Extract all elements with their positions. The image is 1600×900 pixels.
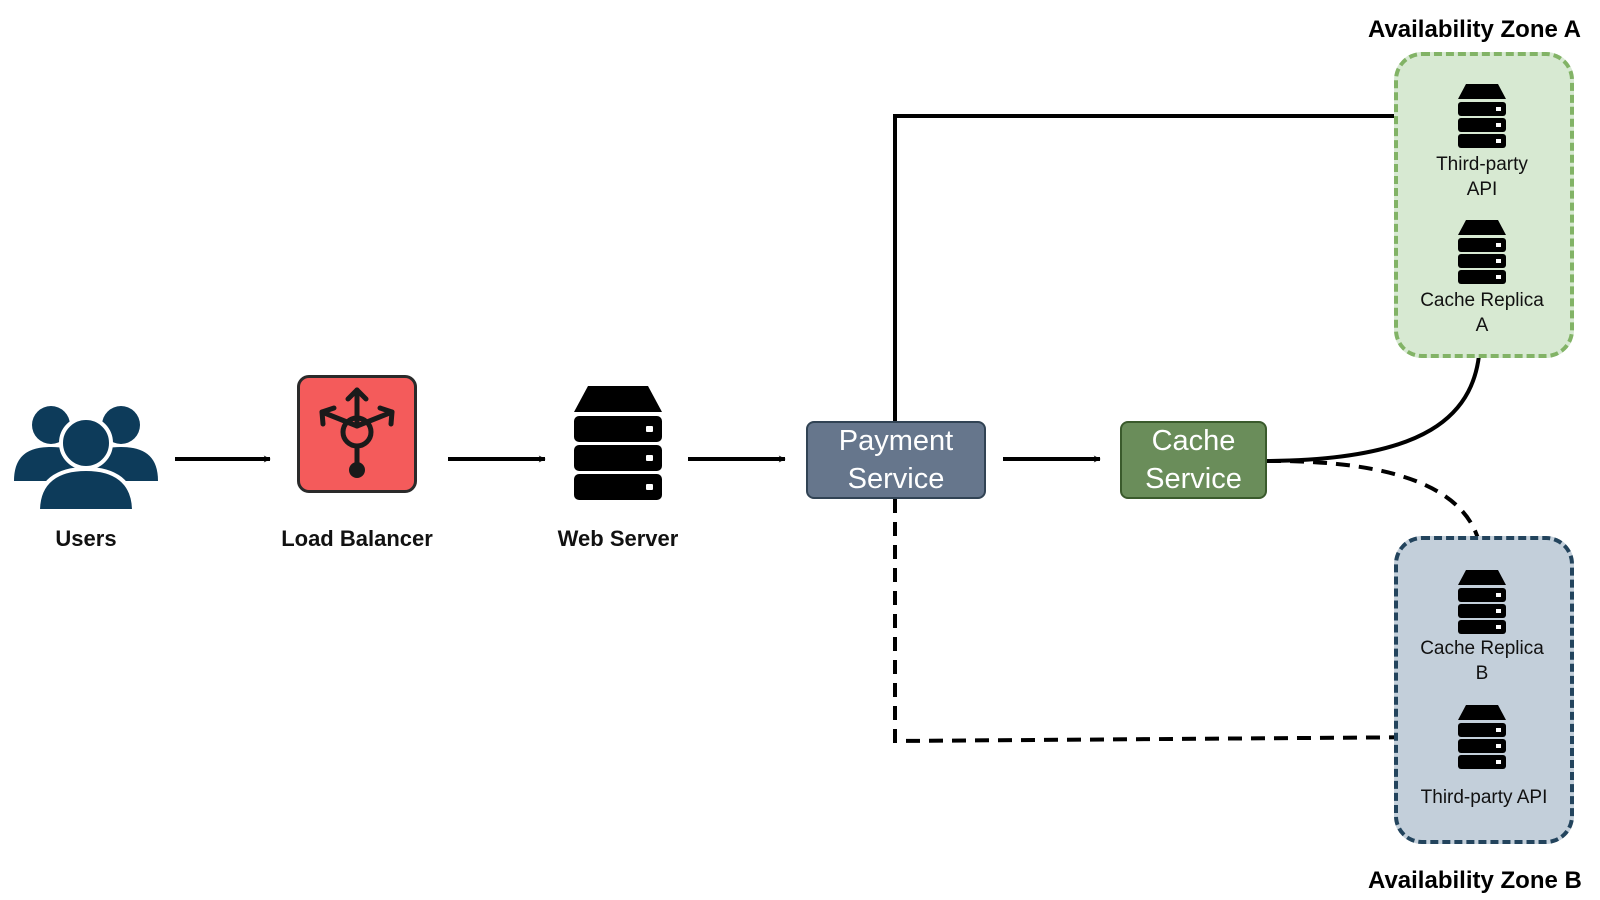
database-icon bbox=[1458, 220, 1506, 284]
load-balancer-node[interactable] bbox=[297, 375, 417, 493]
server-icon bbox=[574, 386, 662, 500]
payment-service-label: Payment Service bbox=[838, 425, 954, 495]
load-balancer-icon bbox=[319, 387, 395, 478]
database-icon bbox=[1458, 705, 1506, 769]
arrow-payment-to-thirdparty-a bbox=[893, 112, 1441, 421]
cache-service-node[interactable]: Cache Service bbox=[1120, 421, 1267, 499]
payment-service-node[interactable]: Payment Service bbox=[806, 421, 986, 499]
zone-b-cache-replica-label: Cache Replica B bbox=[1420, 638, 1544, 684]
load-balancer-label: Load Balancer bbox=[281, 526, 433, 551]
arrow-cache-to-replica-a bbox=[1266, 337, 1484, 463]
database-icon bbox=[1458, 570, 1506, 634]
zone-b-title: Availability Zone B bbox=[1368, 867, 1582, 894]
arrow-payment-to-thirdparty-b bbox=[893, 499, 1441, 744]
cache-service-label: Cache Service bbox=[1145, 425, 1242, 495]
zone-a-third-party-api-label: Third-party API bbox=[1436, 154, 1528, 200]
zone-b-container bbox=[1394, 536, 1574, 844]
web-server-label: Web Server bbox=[557, 526, 679, 551]
users-label: Users bbox=[55, 526, 117, 551]
zone-a-title: Availability Zone A bbox=[1368, 16, 1581, 43]
zone-a-cache-replica-label: Cache Replica A bbox=[1420, 290, 1544, 336]
users-group-icon bbox=[14, 406, 158, 511]
database-icon bbox=[1458, 84, 1506, 148]
zone-b-third-party-api-label: Third-party API bbox=[1420, 787, 1548, 808]
